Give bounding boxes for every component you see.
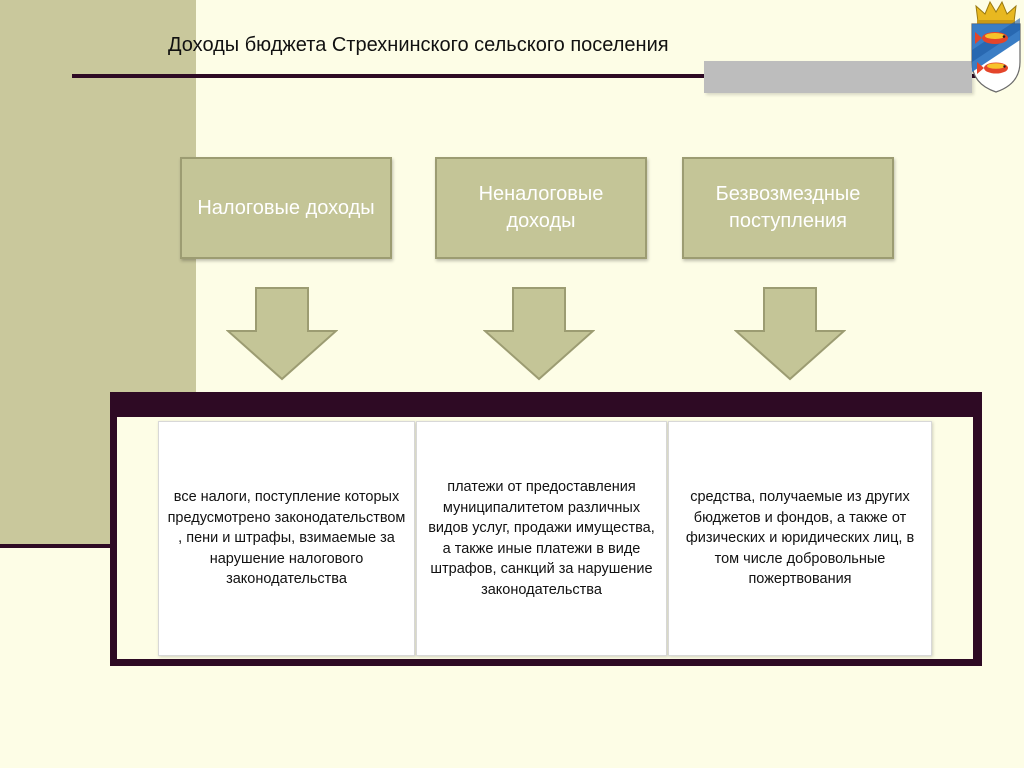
description-gratuitous-receipts: средства, получаемые из других бюджетов … [668, 421, 932, 656]
down-arrow-icon [483, 287, 595, 381]
description-text: все налоги, поступление которых предусмо… [167, 489, 406, 588]
title-underline [72, 74, 978, 78]
description-tax-revenue: все налоги, поступление которых предусмо… [158, 421, 415, 656]
grey-decor-bar [704, 61, 972, 93]
description-text: средства, получаемые из других бюджетов … [685, 489, 915, 588]
category-tax-revenue: Налоговые доходы [180, 157, 392, 259]
category-gratuitous-receipts: Безвозмездные поступления [682, 157, 894, 259]
down-arrow-icon [226, 287, 338, 381]
coat-of-arms-two-fish-icon [971, 0, 1021, 93]
left-decor-line [0, 544, 196, 548]
description-text: платежи от предоставления муниципалитето… [428, 479, 655, 598]
category-non-tax-revenue: Неналоговые доходы [435, 157, 647, 259]
description-non-tax-revenue: платежи от предоставления муниципалитето… [416, 421, 667, 656]
page-title: Доходы бюджета Стрехнинского сельского п… [168, 34, 669, 56]
down-arrow-icon [734, 287, 846, 381]
